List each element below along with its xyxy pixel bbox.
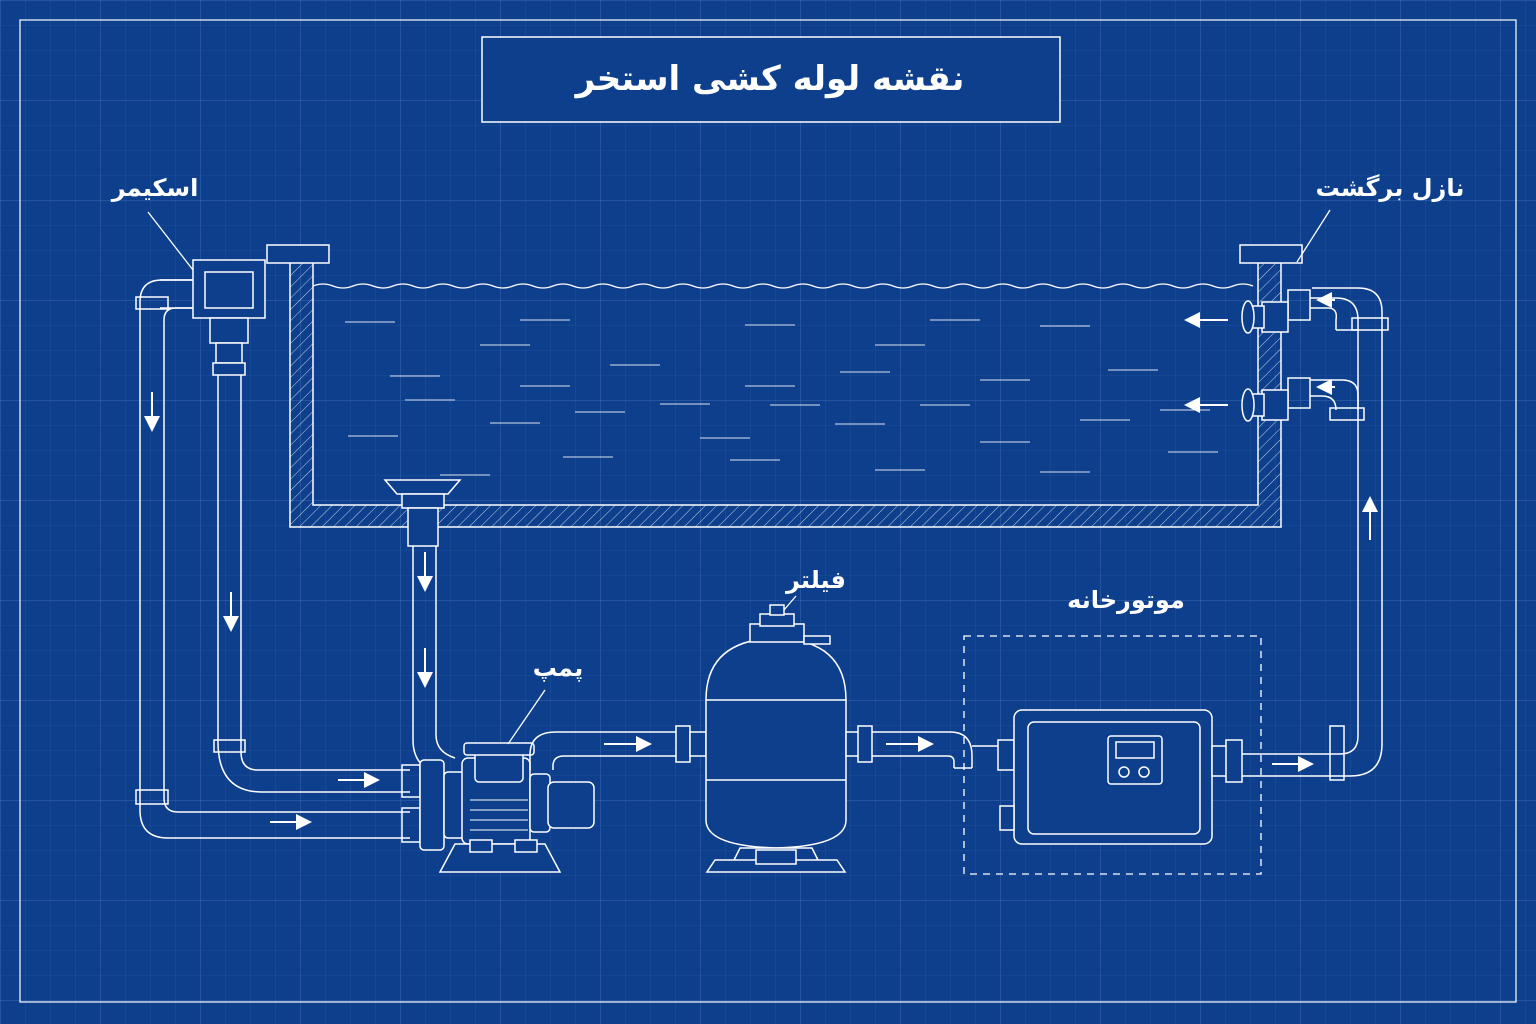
title-box: نقشه لوله کشی استخر [481, 36, 1061, 123]
motor-room-boundary [963, 635, 1262, 875]
pool-water [312, 283, 1254, 476]
skimmer-suction-pipe-outer [135, 279, 421, 843]
sand-filter [705, 604, 847, 873]
skimmer-unit [160, 259, 266, 376]
skimmer-label: اسکیمر [111, 174, 199, 202]
leader-lines [147, 209, 1331, 745]
return-nozzles [1241, 300, 1289, 422]
flow-arrows [144, 292, 1378, 830]
main-drain [383, 479, 462, 776]
pipe-filter-to-heater [845, 725, 1015, 771]
heater-unit [999, 709, 1243, 845]
motor-room-label: موتورخانه [1067, 586, 1185, 614]
pump-label: پمپ [533, 654, 584, 682]
return-nozzle-label: نازل برگشت [1316, 174, 1465, 202]
diagram-title: نقشه لوله کشی استخر [574, 59, 965, 99]
pipe-pump-to-filter [529, 725, 707, 770]
filter-label: فیلتر [785, 566, 846, 594]
pump [419, 742, 595, 873]
outer-border [19, 19, 1517, 1003]
